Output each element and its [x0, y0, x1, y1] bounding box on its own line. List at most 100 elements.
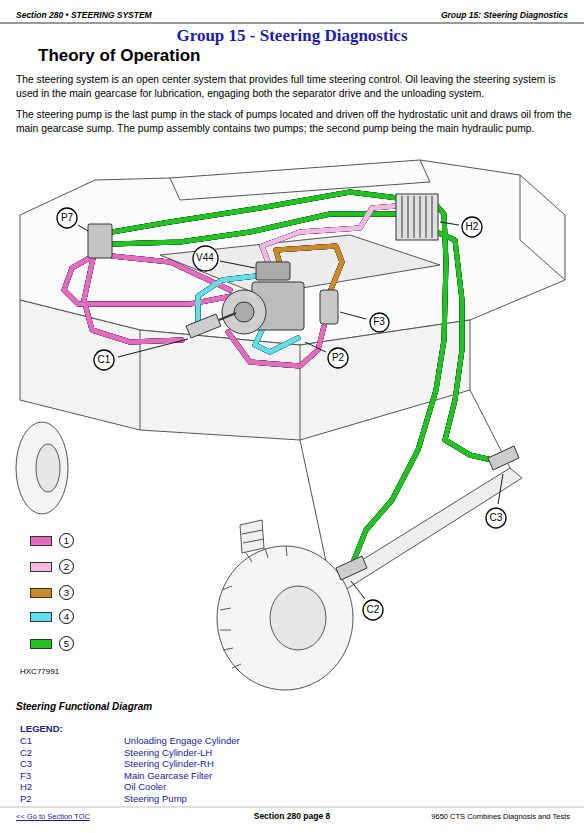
callout-circle: P7 [56, 207, 78, 229]
drive-tire [217, 546, 353, 690]
part-description: Steering Cylinder-LH [124, 747, 212, 758]
unload-cylinder [186, 314, 221, 338]
part-code: C2 [20, 747, 32, 758]
legend-entry: 3 [30, 585, 90, 601]
legend-number-circle: 4 [59, 609, 74, 624]
cooler-fins [402, 196, 432, 238]
body-paragraph: The steering system is an open center sy… [16, 73, 572, 101]
part-code: F3 [20, 770, 31, 781]
gearcase-filter [320, 290, 338, 324]
part-description: Steering Pump [124, 793, 187, 804]
legend-swatch [30, 562, 52, 572]
legend-entry: 5 [30, 636, 90, 652]
axle-supports [300, 390, 510, 580]
page-title: Group 15 - Steering Diagnostics [0, 26, 584, 46]
page-number: Section 280 page 8 [222, 811, 362, 821]
oil-cooler [396, 194, 438, 240]
callout-number: P7 [61, 213, 73, 223]
callout-circle: P2 [327, 347, 349, 369]
leader-line [351, 581, 365, 599]
rear-panel-edge [520, 175, 565, 280]
legend-number: 4 [64, 612, 69, 622]
section-header: Section 280 • STEERING SYSTEM [16, 10, 152, 20]
header-rule [0, 23, 584, 24]
hose-return [352, 205, 446, 565]
callout-ring [57, 208, 77, 228]
tire-tread [220, 546, 287, 668]
top-rail [170, 160, 430, 200]
leader-lines [78, 222, 503, 599]
legend-entry: 2 [30, 559, 90, 575]
callout-number: V44 [196, 253, 214, 263]
pump-housing [222, 290, 266, 334]
hydraulic-hoses [64, 192, 492, 565]
steering-cylinder-lh [336, 556, 367, 580]
callout-number: C3 [490, 513, 503, 523]
callout-number: P2 [332, 353, 344, 363]
legend-number: 3 [64, 588, 69, 598]
callout-ring [94, 350, 114, 370]
callout-ring [486, 508, 506, 528]
legend-swatch [30, 588, 52, 598]
part-code: C3 [20, 758, 32, 769]
callout-circle: C1 [93, 349, 115, 371]
unload-valve [256, 262, 290, 280]
legend-number-circle: 3 [59, 585, 74, 600]
leader-line [78, 225, 88, 231]
part-description: Oil Cooler [124, 781, 166, 792]
legend-number: 5 [64, 639, 69, 649]
callout-number: F3 [373, 317, 385, 327]
part-code: C1 [20, 735, 32, 746]
toc-link: << Go to Section TOC [16, 812, 90, 821]
hose-return [436, 232, 492, 460]
legend-swatch [30, 612, 52, 622]
section-heading: Theory of Operation [38, 46, 200, 66]
pump-shaft [234, 302, 254, 322]
callout-circle: F3 [369, 312, 390, 333]
legend-number-circle: 5 [59, 636, 74, 651]
callout-number: C2 [367, 605, 380, 615]
callout-ring [363, 600, 383, 620]
leader-line [220, 261, 255, 268]
group-header: Group 15: Steering Diagnostics [441, 10, 568, 20]
callout-number: C1 [98, 355, 111, 365]
callout-circle: C3 [485, 507, 507, 529]
body-paragraph: The steering pump is the last pump in th… [16, 108, 572, 136]
part-code: P2 [20, 793, 32, 804]
legend-swatch [30, 536, 52, 546]
callout-ring [193, 246, 218, 271]
callout-number: H2 [466, 222, 479, 232]
callout-ring [328, 348, 348, 368]
callout-ring [462, 217, 482, 237]
legend-number-circle: 2 [59, 559, 74, 574]
steering-cylinder-rh [488, 446, 519, 470]
leader-line [305, 342, 326, 352]
small-tire [16, 422, 68, 514]
part-code: H2 [20, 781, 32, 792]
leader-line [340, 312, 366, 319]
legend-number-circle: 1 [59, 533, 74, 548]
footer-rule [0, 807, 584, 808]
legend-swatch [30, 639, 52, 649]
combine-body-top [20, 160, 565, 345]
small-tire-hub [36, 444, 60, 492]
legend-entry: 1 [30, 533, 90, 549]
ladder-step [240, 520, 264, 553]
document-title: 9650 CTS Combines Diagnosis and Tests [431, 812, 570, 821]
leader-line [498, 474, 503, 504]
hose-unload [255, 330, 298, 352]
cylinder-rod [219, 313, 236, 320]
steering-axle [330, 468, 522, 592]
callout-ring [370, 313, 389, 332]
part-description: Main Gearcase Filter [124, 770, 212, 781]
figure-caption: Steering Functional Diagram [16, 701, 152, 713]
callout-circle: C2 [362, 599, 384, 621]
part-description: Steering Cylinder-RH [124, 758, 214, 769]
legend-entry: 4 [30, 609, 90, 625]
legend-number: 1 [64, 536, 69, 546]
callout-circle: V44 [192, 245, 219, 272]
figure-number: HXC77991 [20, 667, 59, 677]
drive-tire-hub [270, 586, 326, 650]
legend-number: 2 [64, 562, 69, 572]
hose-pilot [262, 206, 396, 262]
